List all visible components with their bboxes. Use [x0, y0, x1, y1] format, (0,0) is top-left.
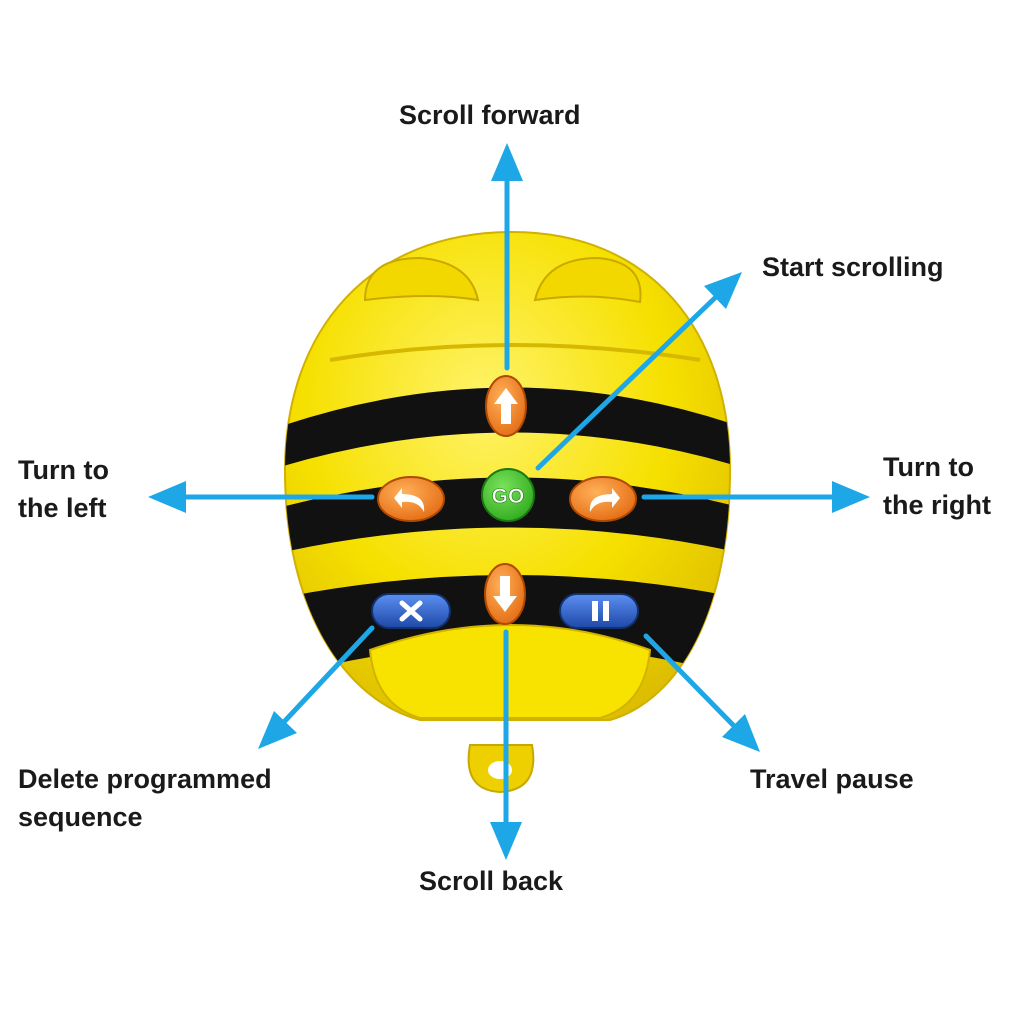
arrow-delete-sequence: [258, 625, 375, 749]
go-button[interactable]: GO: [481, 468, 535, 522]
left-button[interactable]: [377, 476, 445, 522]
arrow-scroll-back: [490, 629, 522, 860]
label-turn-left: Turn to the left: [18, 455, 109, 523]
label-turn-right: Turn to the right: [883, 452, 991, 520]
turn-left-icon: [394, 488, 425, 512]
label-scroll-forward: Scroll forward: [399, 100, 581, 130]
label-travel-pause: Travel pause: [750, 764, 914, 794]
right-button[interactable]: [569, 476, 637, 522]
go-label: GO: [492, 485, 525, 508]
arrow-down-icon: [493, 576, 517, 612]
arrow-scroll-forward: [491, 143, 523, 371]
arrow-start-scrolling: [535, 272, 742, 471]
arrow-turn-left: [148, 481, 375, 513]
clear-button[interactable]: [371, 593, 451, 629]
x-icon: [399, 600, 423, 622]
turn-right-icon: [589, 488, 620, 512]
arrow-travel-pause: [643, 633, 760, 752]
label-scroll-back: Scroll back: [419, 866, 564, 896]
bee-eye-right: [533, 256, 642, 304]
back-button[interactable]: [484, 563, 526, 625]
arrow-turn-right: [641, 481, 870, 513]
arrow-up-icon: [494, 388, 518, 424]
pause-icon: [592, 601, 609, 621]
label-start-scrolling: Start scrolling: [762, 252, 944, 282]
bee-bottom-pad: [368, 624, 652, 719]
forward-button[interactable]: [485, 375, 527, 437]
pause-button[interactable]: [559, 593, 639, 629]
bee-head-ridge: [329, 343, 701, 362]
bee-eye-left: [363, 256, 480, 302]
label-delete-sequence: Delete programmed sequence: [18, 764, 272, 832]
